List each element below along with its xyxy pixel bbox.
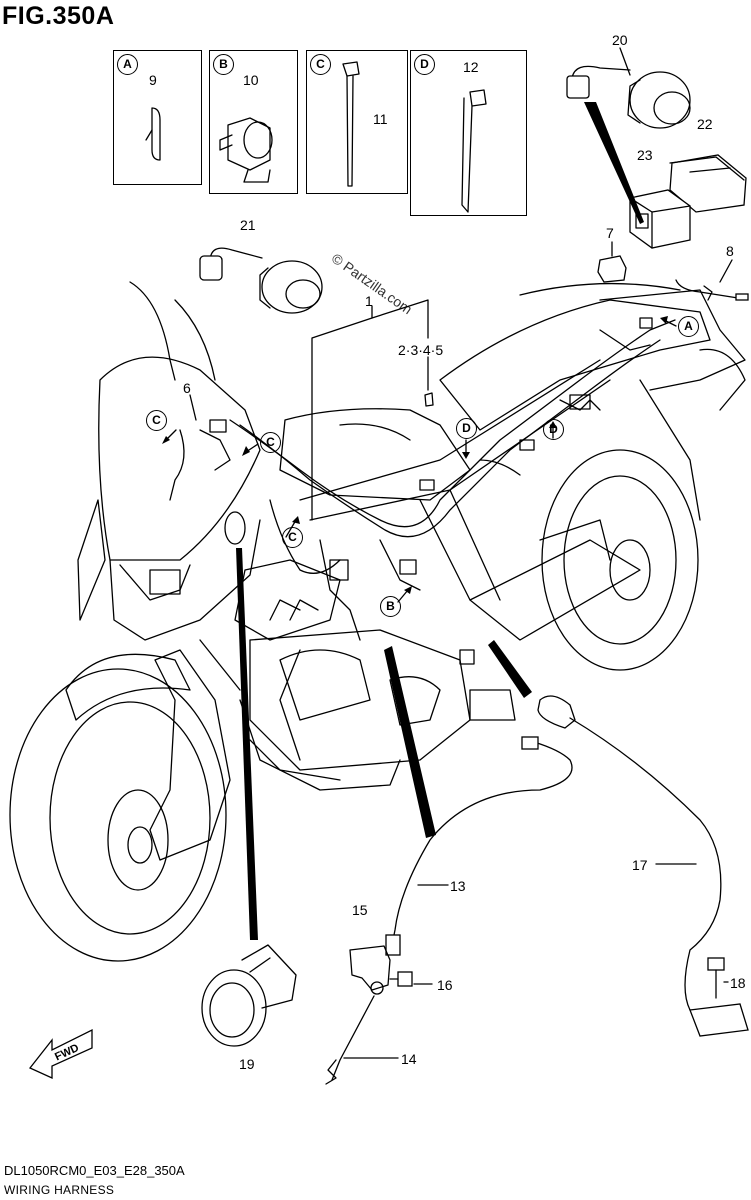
pointer-arrow-rear-sensor xyxy=(488,640,532,698)
callout-a: A xyxy=(678,316,699,337)
pointer-arrow-relay xyxy=(584,102,644,224)
label-part-21: 21 xyxy=(240,217,256,233)
pointer-arrow-horn xyxy=(236,548,258,940)
inset-letter-a: A xyxy=(117,54,138,75)
pointer-arrow-sensor xyxy=(384,646,436,838)
label-part-7: 7 xyxy=(606,225,614,241)
label-part-1: 1 xyxy=(365,293,373,309)
harness-part-14-drawing xyxy=(325,995,375,1085)
label-part-10: 10 xyxy=(243,72,259,88)
label-part-16: 16 xyxy=(437,977,453,993)
cable-tie-part-11-drawing xyxy=(342,61,360,187)
connector-part-21-drawing xyxy=(199,247,323,314)
figure-title: FIG.350A xyxy=(2,2,115,30)
label-part-15: 15 xyxy=(352,902,368,918)
inset-letter-b: B xyxy=(213,54,234,75)
motorcycle-drawing xyxy=(9,281,746,962)
label-part-8: 8 xyxy=(726,243,734,259)
label-part-20: 20 xyxy=(612,32,628,48)
inset-letter-d: D xyxy=(414,54,435,75)
leader-part-1 xyxy=(311,305,373,521)
relay-part-23-drawing xyxy=(629,189,691,249)
label-part-12: 12 xyxy=(463,59,479,75)
fwd-arrow-icon: FWD xyxy=(28,1028,93,1080)
clip-part-9-drawing xyxy=(145,107,161,161)
connector-part-20-drawing xyxy=(566,65,691,129)
inset-letter-c: C xyxy=(310,54,331,75)
label-part-6: 6 xyxy=(183,380,191,396)
callout-c-front-left: C xyxy=(146,410,167,431)
rear-sensor-part-17-drawing xyxy=(537,695,749,1037)
label-part-19: 19 xyxy=(239,1056,255,1072)
label-part-22: 22 xyxy=(697,116,713,132)
label-part-2-3-4-5: 2·3·4·5 xyxy=(398,342,444,358)
cable-tie-part-12-drawing xyxy=(461,89,487,213)
label-part-23: 23 xyxy=(637,147,653,163)
leader-part-2345 xyxy=(371,299,429,339)
diagram-code: DL1050RCM0_E03_E28_350A xyxy=(4,1163,185,1178)
speed-sensor-part-13-drawing xyxy=(349,736,573,995)
bolt-part-16-drawing xyxy=(389,971,413,987)
clamp-part-7-drawing xyxy=(597,255,627,283)
label-part-9: 9 xyxy=(149,72,157,88)
clamp-part-10-drawing xyxy=(219,117,273,183)
label-part-18: 18 xyxy=(730,975,746,991)
inset-box-b xyxy=(209,50,298,194)
callout-c-front-right: C xyxy=(260,432,281,453)
relay-part-22-drawing xyxy=(669,154,747,213)
label-part-11: 11 xyxy=(373,111,388,127)
diagram-name: WIRING HARNESS xyxy=(4,1183,115,1197)
label-part-14: 14 xyxy=(401,1051,417,1067)
horn-part-19-drawing xyxy=(201,944,297,1047)
label-part-17: 17 xyxy=(632,857,648,873)
bolt-part-18-drawing xyxy=(707,957,725,999)
wire-part-8-drawing xyxy=(675,279,749,301)
callout-d-top: D xyxy=(456,418,477,439)
callout-b: B xyxy=(380,596,401,617)
fwd-label: FWD xyxy=(53,1042,81,1063)
label-part-13: 13 xyxy=(450,878,466,894)
